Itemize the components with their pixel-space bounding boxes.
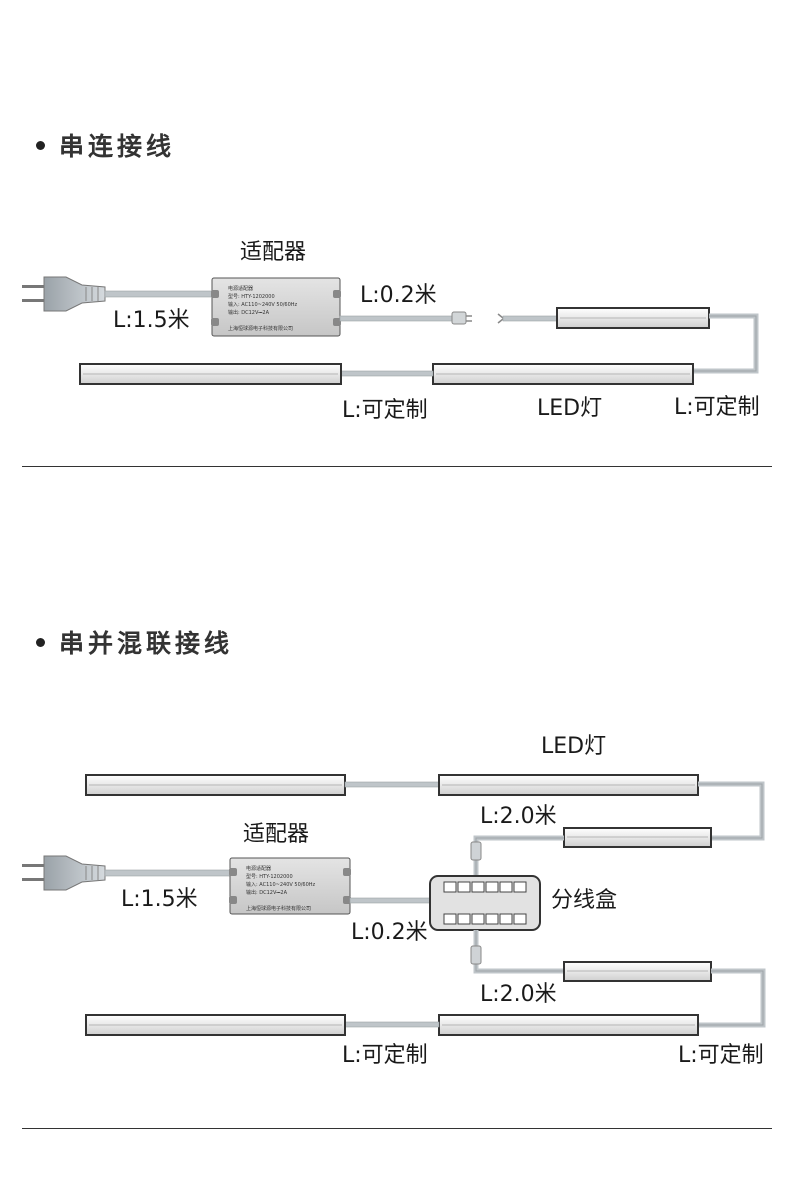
- adapter-plate-text: 输出: DC12V⎓2A: [228, 309, 270, 316]
- link-wire-outline: [698, 783, 763, 839]
- adapter-plate-text: 电源适配器: [246, 865, 271, 872]
- adapter-icon: 电源适配器 型号: HTY-1202000 输入: AC110~240V 50/…: [211, 277, 341, 337]
- link-length-label: L:可定制: [342, 398, 428, 423]
- adapter-plate-text: 型号: HTY-1202000: [246, 873, 293, 880]
- branch-length-label: L:2.0米: [480, 804, 557, 829]
- section-title-series: 串连接线: [59, 132, 176, 161]
- branch-connector: [470, 841, 482, 861]
- section-heading-mixed: 串并混联接线: [36, 624, 233, 660]
- adapter-icon: 电源适配器 型号: HTY-1202000 输入: AC110~240V 50/…: [229, 857, 351, 915]
- adapter-lead-label: L:0.2米: [351, 920, 428, 945]
- link-length-label: L:可定制: [674, 395, 760, 420]
- branch-wire-top: [473, 835, 564, 878]
- branch-connector: [470, 945, 482, 965]
- led-bar: [563, 827, 712, 848]
- adapter-plate-text: 上海恒球源电子科技有限公司: [228, 325, 293, 332]
- link-length-label: L:可定制: [678, 1043, 764, 1068]
- adapter-lead-label: L:0.2米: [360, 283, 437, 308]
- connector-wire: [497, 313, 559, 324]
- adapter-lead-wire: [349, 897, 432, 904]
- link-wire-outline: [698, 970, 764, 1026]
- link-wire: [344, 781, 440, 788]
- led-bar: [438, 774, 699, 796]
- adapter-lead-wire: [339, 311, 472, 325]
- cord-length-label: L:1.5米: [113, 308, 190, 333]
- adapter-plate-text: 上海恒球源电子科技有限公司: [246, 905, 311, 912]
- power-cord: [104, 290, 218, 298]
- link-length-label: L:可定制: [342, 1043, 428, 1068]
- adapter-plate-text: 电源适配器: [228, 285, 253, 292]
- led-bar: [85, 1014, 346, 1036]
- adapter-plate-text: 输出: DC12V⎓2A: [246, 889, 288, 896]
- section-heading-series: 串连接线: [36, 127, 175, 163]
- adapter-plate-text: 输入: AC110~240V 50/60Hz: [228, 301, 298, 308]
- divider-line: [22, 466, 772, 467]
- adapter-label: 适配器: [240, 240, 307, 265]
- link-wire-mid: [340, 370, 434, 377]
- cord-length-label: L:1.5米: [121, 887, 198, 912]
- led-bar: [556, 307, 710, 329]
- bullet-icon: [36, 140, 45, 150]
- section-title-mixed: 串并混联接线: [59, 629, 234, 658]
- plug-icon: [22, 276, 106, 312]
- link-wire-outline: [693, 315, 757, 372]
- adapter-plate-text: 型号: HTY-1202000: [228, 293, 275, 300]
- plug-icon: [22, 855, 106, 891]
- led-label: LED灯: [541, 734, 607, 759]
- power-cord: [104, 869, 233, 877]
- junction-box-icon: [429, 875, 541, 931]
- led-bar: [79, 363, 342, 385]
- divider-line: [22, 1128, 772, 1129]
- led-bar: [563, 961, 712, 982]
- led-bar: [432, 363, 694, 385]
- adapter-label: 适配器: [243, 822, 310, 847]
- led-label: LED灯: [537, 396, 603, 421]
- led-bar: [85, 774, 346, 796]
- adapter-plate-text: 输入: AC110~240V 50/60Hz: [246, 881, 316, 888]
- branch-wire-bottom: [473, 930, 564, 974]
- bullet-icon: [36, 637, 45, 647]
- link-wire: [344, 1021, 440, 1028]
- led-bar: [438, 1014, 699, 1036]
- junction-box-label: 分线盒: [551, 888, 618, 913]
- branch-wire-outline: [475, 930, 564, 972]
- branch-wire-outline: [475, 837, 564, 878]
- branch-length-label: L:2.0米: [480, 982, 557, 1007]
